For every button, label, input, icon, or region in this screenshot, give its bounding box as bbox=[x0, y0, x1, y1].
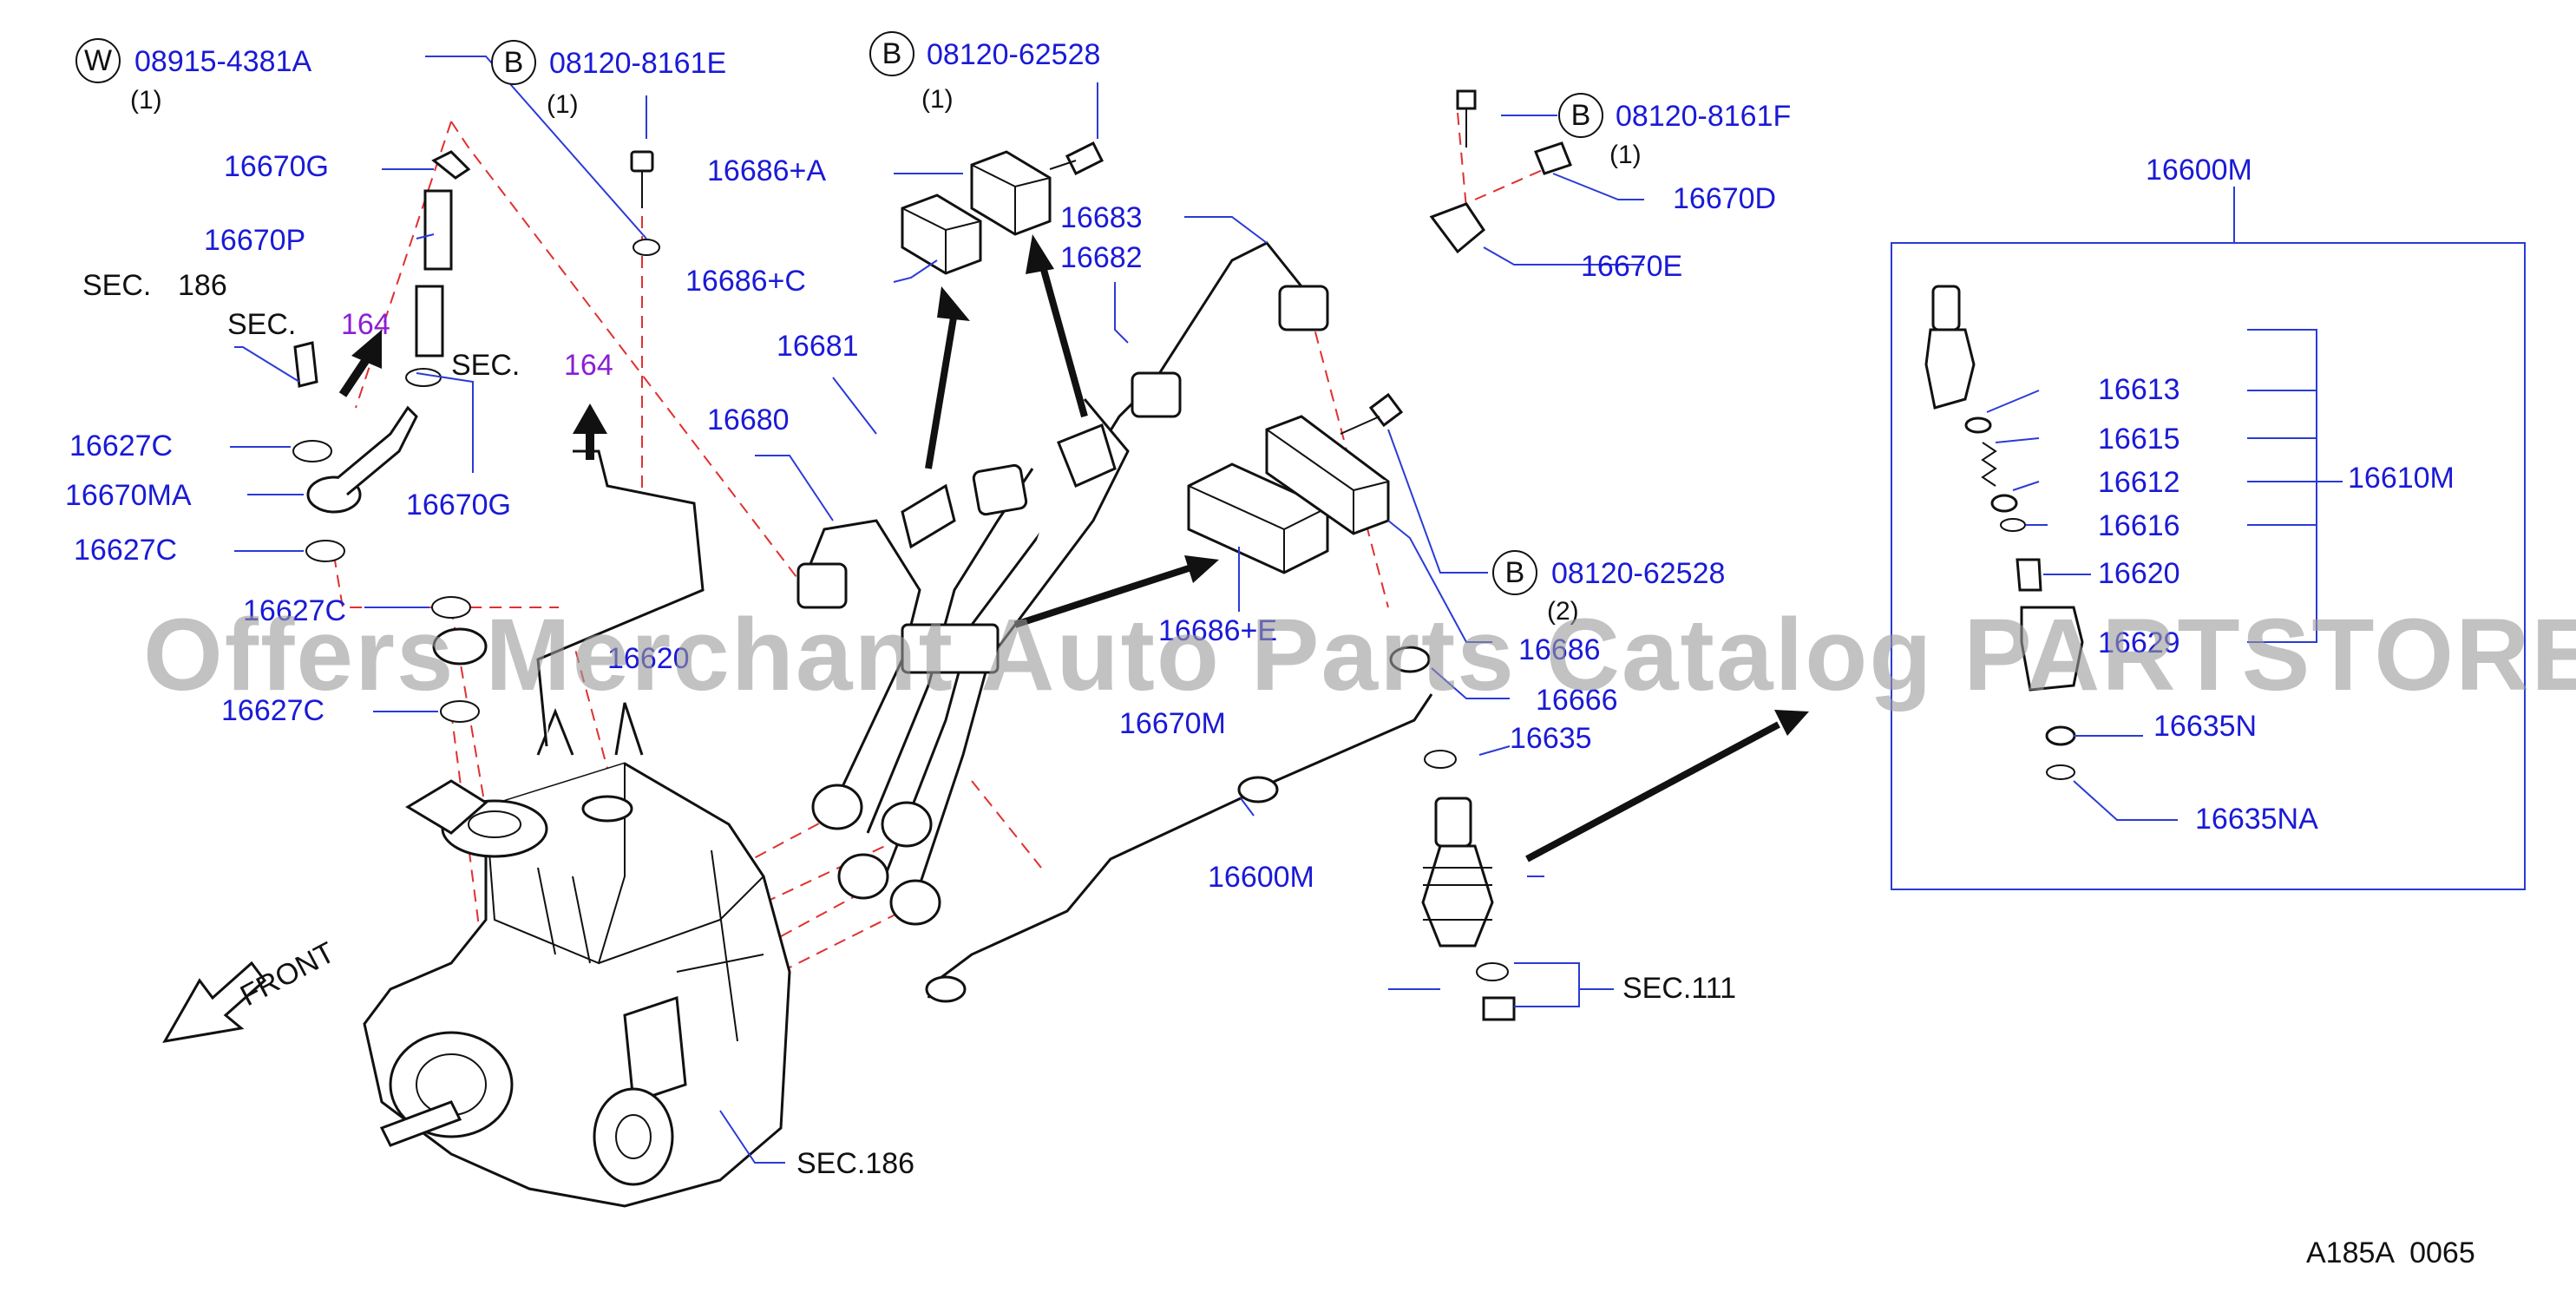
label-16670m: 16670M bbox=[1119, 707, 1226, 740]
label-16627c-4: 16627C bbox=[221, 694, 324, 727]
label-16620-obscured: 16620 bbox=[607, 642, 690, 675]
diagram-code: A185A 0065 bbox=[2306, 1236, 2475, 1269]
callout-b-8161e: B 08120-8161E (1) bbox=[491, 40, 726, 119]
label-16627c-3: 16627C bbox=[243, 594, 346, 627]
label-16635na: 16635NA bbox=[2195, 803, 2318, 836]
label-sec-164-left-word: SEC. bbox=[227, 308, 296, 341]
qty-08915: (1) bbox=[130, 86, 162, 115]
callout-b-62528-mid: B 08120-62528 (2) bbox=[1492, 550, 1725, 626]
label-16600m-pump-side: 16600M bbox=[1208, 861, 1314, 894]
label-16666: 16666 bbox=[1536, 684, 1618, 717]
qty-62528-top: (1) bbox=[921, 85, 954, 114]
callout-b-62528-top: B 08120-62528 (1) bbox=[869, 31, 1100, 114]
label-16629: 16629 bbox=[2098, 626, 2180, 659]
callout-circle-b: B bbox=[1505, 556, 1525, 589]
label-16635: 16635 bbox=[1510, 722, 1592, 755]
label-16670ma: 16670MA bbox=[65, 479, 192, 512]
label-16686-e: 16686+E bbox=[1158, 614, 1277, 647]
label-16670g-bottom: 16670G bbox=[406, 489, 511, 521]
qty-62528-mid: (2) bbox=[1547, 597, 1579, 626]
leader-lines bbox=[230, 56, 1644, 1164]
qty-8161e: (1) bbox=[547, 90, 579, 119]
label-sec-186-number: 186 bbox=[178, 269, 227, 302]
arrow-up-right-icon bbox=[1026, 234, 1054, 274]
arrow-to-box-icon bbox=[1774, 710, 1809, 736]
part-number-08120-8161f: 08120-8161F bbox=[1616, 100, 1791, 133]
label-16686: 16686 bbox=[1518, 633, 1601, 666]
label-164-right: 164 bbox=[564, 349, 613, 382]
front-arrow-icon bbox=[162, 961, 267, 1044]
qty-8161f: (1) bbox=[1609, 141, 1642, 169]
arrow-right-icon bbox=[1184, 555, 1219, 583]
label-sec-164-right-word: SEC. bbox=[451, 349, 520, 382]
label-16683: 16683 bbox=[1060, 201, 1143, 234]
part-number-08120-8161e: 08120-8161E bbox=[549, 47, 726, 80]
label-16670g-top: 16670G bbox=[224, 150, 329, 183]
label-16616: 16616 bbox=[2098, 509, 2180, 542]
arrow-sec164-left-icon bbox=[351, 330, 382, 369]
label-16686-a: 16686+A bbox=[707, 154, 826, 187]
detail-box-title-16600m: 16600M bbox=[2146, 154, 2252, 187]
callout-circle-b: B bbox=[504, 46, 524, 79]
label-16620: 16620 bbox=[2098, 557, 2180, 590]
label-sec-111: SEC.111 bbox=[1622, 972, 1736, 1005]
part-labels: 16670G 16670P SEC. 186 SEC. 164 SEC. 164… bbox=[65, 150, 2455, 1180]
label-16612: 16612 bbox=[2098, 466, 2180, 499]
label-16682: 16682 bbox=[1060, 241, 1143, 274]
label-16615: 16615 bbox=[2098, 423, 2180, 456]
nozzle-detail-box bbox=[1891, 187, 2526, 890]
label-sec-186-pump: SEC.186 bbox=[796, 1147, 914, 1180]
pipe-clamps bbox=[901, 150, 1390, 574]
callout-circle-b: B bbox=[882, 37, 902, 70]
arrow-sec164-right-icon bbox=[573, 403, 607, 434]
direction-arrows bbox=[162, 234, 1809, 1044]
arrow-up-left-icon bbox=[937, 286, 970, 321]
part-number-08120-62528-mid: 08120-62528 bbox=[1551, 557, 1725, 590]
injection-pipes bbox=[796, 241, 1329, 926]
front-label: FRONT bbox=[235, 936, 340, 1013]
label-16670d: 16670D bbox=[1673, 182, 1776, 215]
label-sec-186-word: SEC. bbox=[82, 269, 151, 302]
callout-circle-w: W bbox=[84, 44, 112, 77]
callout-w-08915: W 08915-4381A (1) bbox=[75, 38, 312, 115]
part-number-08120-62528-top: 08120-62528 bbox=[927, 38, 1100, 71]
label-164-left: 164 bbox=[341, 308, 390, 341]
small-parts bbox=[292, 89, 1572, 1021]
label-16613: 16613 bbox=[2098, 373, 2180, 406]
part-number-08915-4381a: 08915-4381A bbox=[134, 45, 312, 78]
label-16627c-1: 16627C bbox=[69, 430, 173, 462]
label-16670e: 16670E bbox=[1581, 250, 1682, 283]
label-16635n: 16635N bbox=[2153, 710, 2257, 743]
label-16680: 16680 bbox=[707, 403, 790, 436]
label-16686-c: 16686+C bbox=[685, 265, 806, 298]
callout-b-8161f: B 08120-8161F (1) bbox=[1558, 93, 1791, 169]
injection-pump bbox=[363, 702, 791, 1208]
label-16681: 16681 bbox=[777, 330, 859, 363]
label-16610m: 16610M bbox=[2348, 462, 2455, 495]
label-16670p: 16670P bbox=[204, 224, 305, 257]
watermark-text: Offers Merchant Auto Parts Catalog PARTS… bbox=[143, 598, 2576, 712]
label-16627c-2: 16627C bbox=[74, 534, 177, 567]
callout-circle-b: B bbox=[1571, 99, 1591, 132]
